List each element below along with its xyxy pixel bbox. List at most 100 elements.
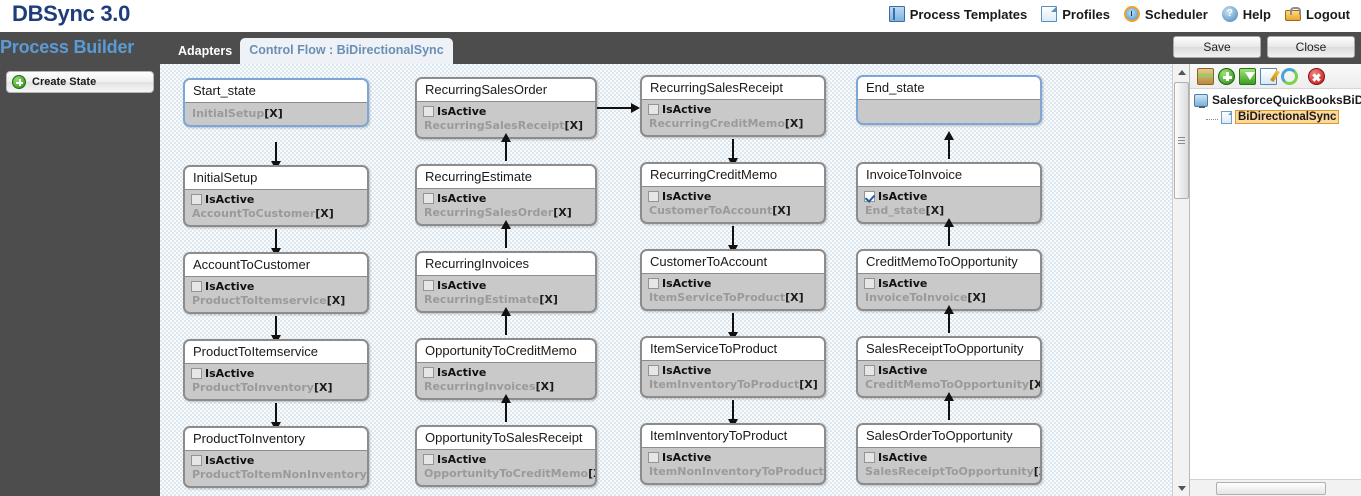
isactive-checkbox[interactable]	[191, 455, 202, 466]
isactive-checkbox[interactable]	[648, 191, 659, 202]
remove-transition-button[interactable]: [X]	[772, 204, 791, 217]
process-node[interactable]: End_state	[856, 75, 1042, 125]
refresh-icon[interactable]	[1281, 67, 1298, 85]
node-transition-link[interactable]: RecurringEstimate[X]	[424, 293, 558, 306]
remove-transition-button[interactable]: [X]	[799, 378, 818, 391]
node-transition-link[interactable]: RecurringInvoices[X]	[424, 380, 555, 393]
isactive-checkbox[interactable]	[648, 104, 659, 115]
isactive-checkbox[interactable]	[423, 106, 434, 117]
node-transition-link[interactable]: SalesReceiptToOpportunity[X]	[864, 465, 1040, 478]
node-transition-link[interactable]: RecurringSalesReceipt[X]	[424, 119, 584, 132]
isactive-checkbox[interactable]	[423, 193, 434, 204]
tree-root-item[interactable]: SalesforceQuickBooksBiD	[1190, 92, 1361, 108]
isactive-checkbox[interactable]	[648, 278, 659, 289]
isactive-checkbox[interactable]	[648, 452, 659, 463]
hscrollbar-thumb[interactable]	[1216, 482, 1326, 495]
remove-transition-button[interactable]: [X]	[967, 291, 986, 304]
node-transition-link[interactable]: CustomerToAccount[X]	[649, 204, 791, 217]
node-transition-link[interactable]: ProductToInventory[X]	[192, 381, 333, 394]
node-transition-link[interactable]: OpportunityToCreditMemo[X]	[423, 467, 595, 480]
download-icon[interactable]	[1239, 67, 1256, 85]
node-transition-link[interactable]: End_state[X]	[865, 204, 945, 217]
remove-transition-button[interactable]: [X]	[588, 467, 595, 480]
scrollbar-thumb[interactable]	[1174, 82, 1189, 199]
node-transition-link[interactable]: InitialSetup[X]	[192, 107, 283, 120]
remove-transition-button[interactable]: [X]	[264, 107, 283, 120]
isactive-checkbox[interactable]	[191, 368, 202, 379]
remove-transition-button[interactable]: [X]	[535, 380, 555, 393]
nav-scheduler[interactable]: Scheduler	[1117, 4, 1215, 24]
nav-help[interactable]: ? Help	[1215, 4, 1278, 24]
node-transition-link[interactable]: ProductToItemNonInventory[X]	[191, 468, 367, 481]
isactive-checkbox[interactable]	[864, 452, 875, 463]
edit-icon[interactable]	[1260, 67, 1277, 85]
remove-transition-button[interactable]: [X]	[315, 207, 334, 220]
node-transition-link[interactable]: ItemNonInventoryToProduct[X]	[648, 465, 824, 478]
remove-transition-button[interactable]: [X]	[824, 465, 825, 478]
node-transition-link[interactable]: InvoiceToInvoice[X]	[865, 291, 986, 304]
isactive-checkbox[interactable]	[423, 280, 434, 291]
remove-transition-button[interactable]: [X]	[367, 468, 368, 481]
add-icon[interactable]	[1218, 67, 1235, 85]
isactive-checkbox[interactable]	[191, 281, 202, 292]
isactive-checkbox[interactable]	[864, 365, 875, 376]
create-state-button[interactable]: Create State	[6, 71, 154, 93]
remove-transition-button[interactable]: [X]	[553, 206, 572, 219]
canvas-vertical-scrollbar[interactable]	[1172, 64, 1190, 496]
remove-transition-button[interactable]: [X]	[539, 293, 558, 306]
isactive-checkbox[interactable]	[191, 194, 202, 205]
nav-logout[interactable]: Logout	[1278, 5, 1357, 24]
node-transition-link[interactable]: ProductToItemservice[X]	[192, 294, 346, 307]
remove-transition-button[interactable]: [X]	[1029, 378, 1042, 391]
remove-transition-button[interactable]: [X]	[1033, 465, 1040, 478]
package-icon[interactable]	[1197, 67, 1214, 85]
nav-process-templates[interactable]: Process Templates	[882, 4, 1035, 24]
scroll-down-button[interactable]	[1173, 480, 1190, 496]
scroll-up-button[interactable]	[1173, 64, 1190, 80]
node-transition-link[interactable]: RecurringSalesOrder[X]	[424, 206, 572, 219]
remove-transition-button[interactable]: [X]	[564, 119, 584, 132]
node-transition-link[interactable]: ItemServiceToProduct[X]	[649, 291, 804, 304]
isactive-checkbox[interactable]	[648, 365, 659, 376]
node-transition-link[interactable]: CreditMemoToOpportunity[X]	[864, 378, 1040, 391]
node-transition-link[interactable]: AccountToCustomer[X]	[192, 207, 334, 220]
remove-transition-button[interactable]: [X]	[784, 117, 804, 130]
save-button[interactable]: Save	[1173, 36, 1261, 58]
nav-profiles[interactable]: Profiles	[1034, 4, 1117, 24]
tree-child-item[interactable]: BiDirectionalSync	[1190, 110, 1361, 124]
isactive-checkbox[interactable]	[864, 278, 875, 289]
tab-control-flow[interactable]: Control Flow : BiDirectionalSync	[240, 38, 453, 64]
node-transition-link[interactable]: ItemInventoryToProduct[X]	[649, 378, 818, 391]
tab-adapters[interactable]: Adapters	[178, 44, 233, 58]
remove-transition-button[interactable]: [X]	[326, 294, 346, 307]
isactive-checkbox[interactable]	[423, 454, 434, 465]
remove-transition-button[interactable]: [X]	[925, 204, 945, 217]
right-panel-horizontal-scrollbar[interactable]	[1190, 479, 1361, 496]
isactive-checkbox[interactable]	[864, 191, 875, 202]
node-transition-link[interactable]: RecurringCreditMemo[X]	[649, 117, 804, 130]
isactive-checkbox[interactable]	[423, 367, 434, 378]
close-button[interactable]: Close	[1267, 36, 1355, 58]
remove-transition-button[interactable]: [X]	[313, 381, 333, 394]
delete-icon[interactable]	[1308, 67, 1325, 85]
remove-transition-button[interactable]: [X]	[785, 291, 804, 304]
